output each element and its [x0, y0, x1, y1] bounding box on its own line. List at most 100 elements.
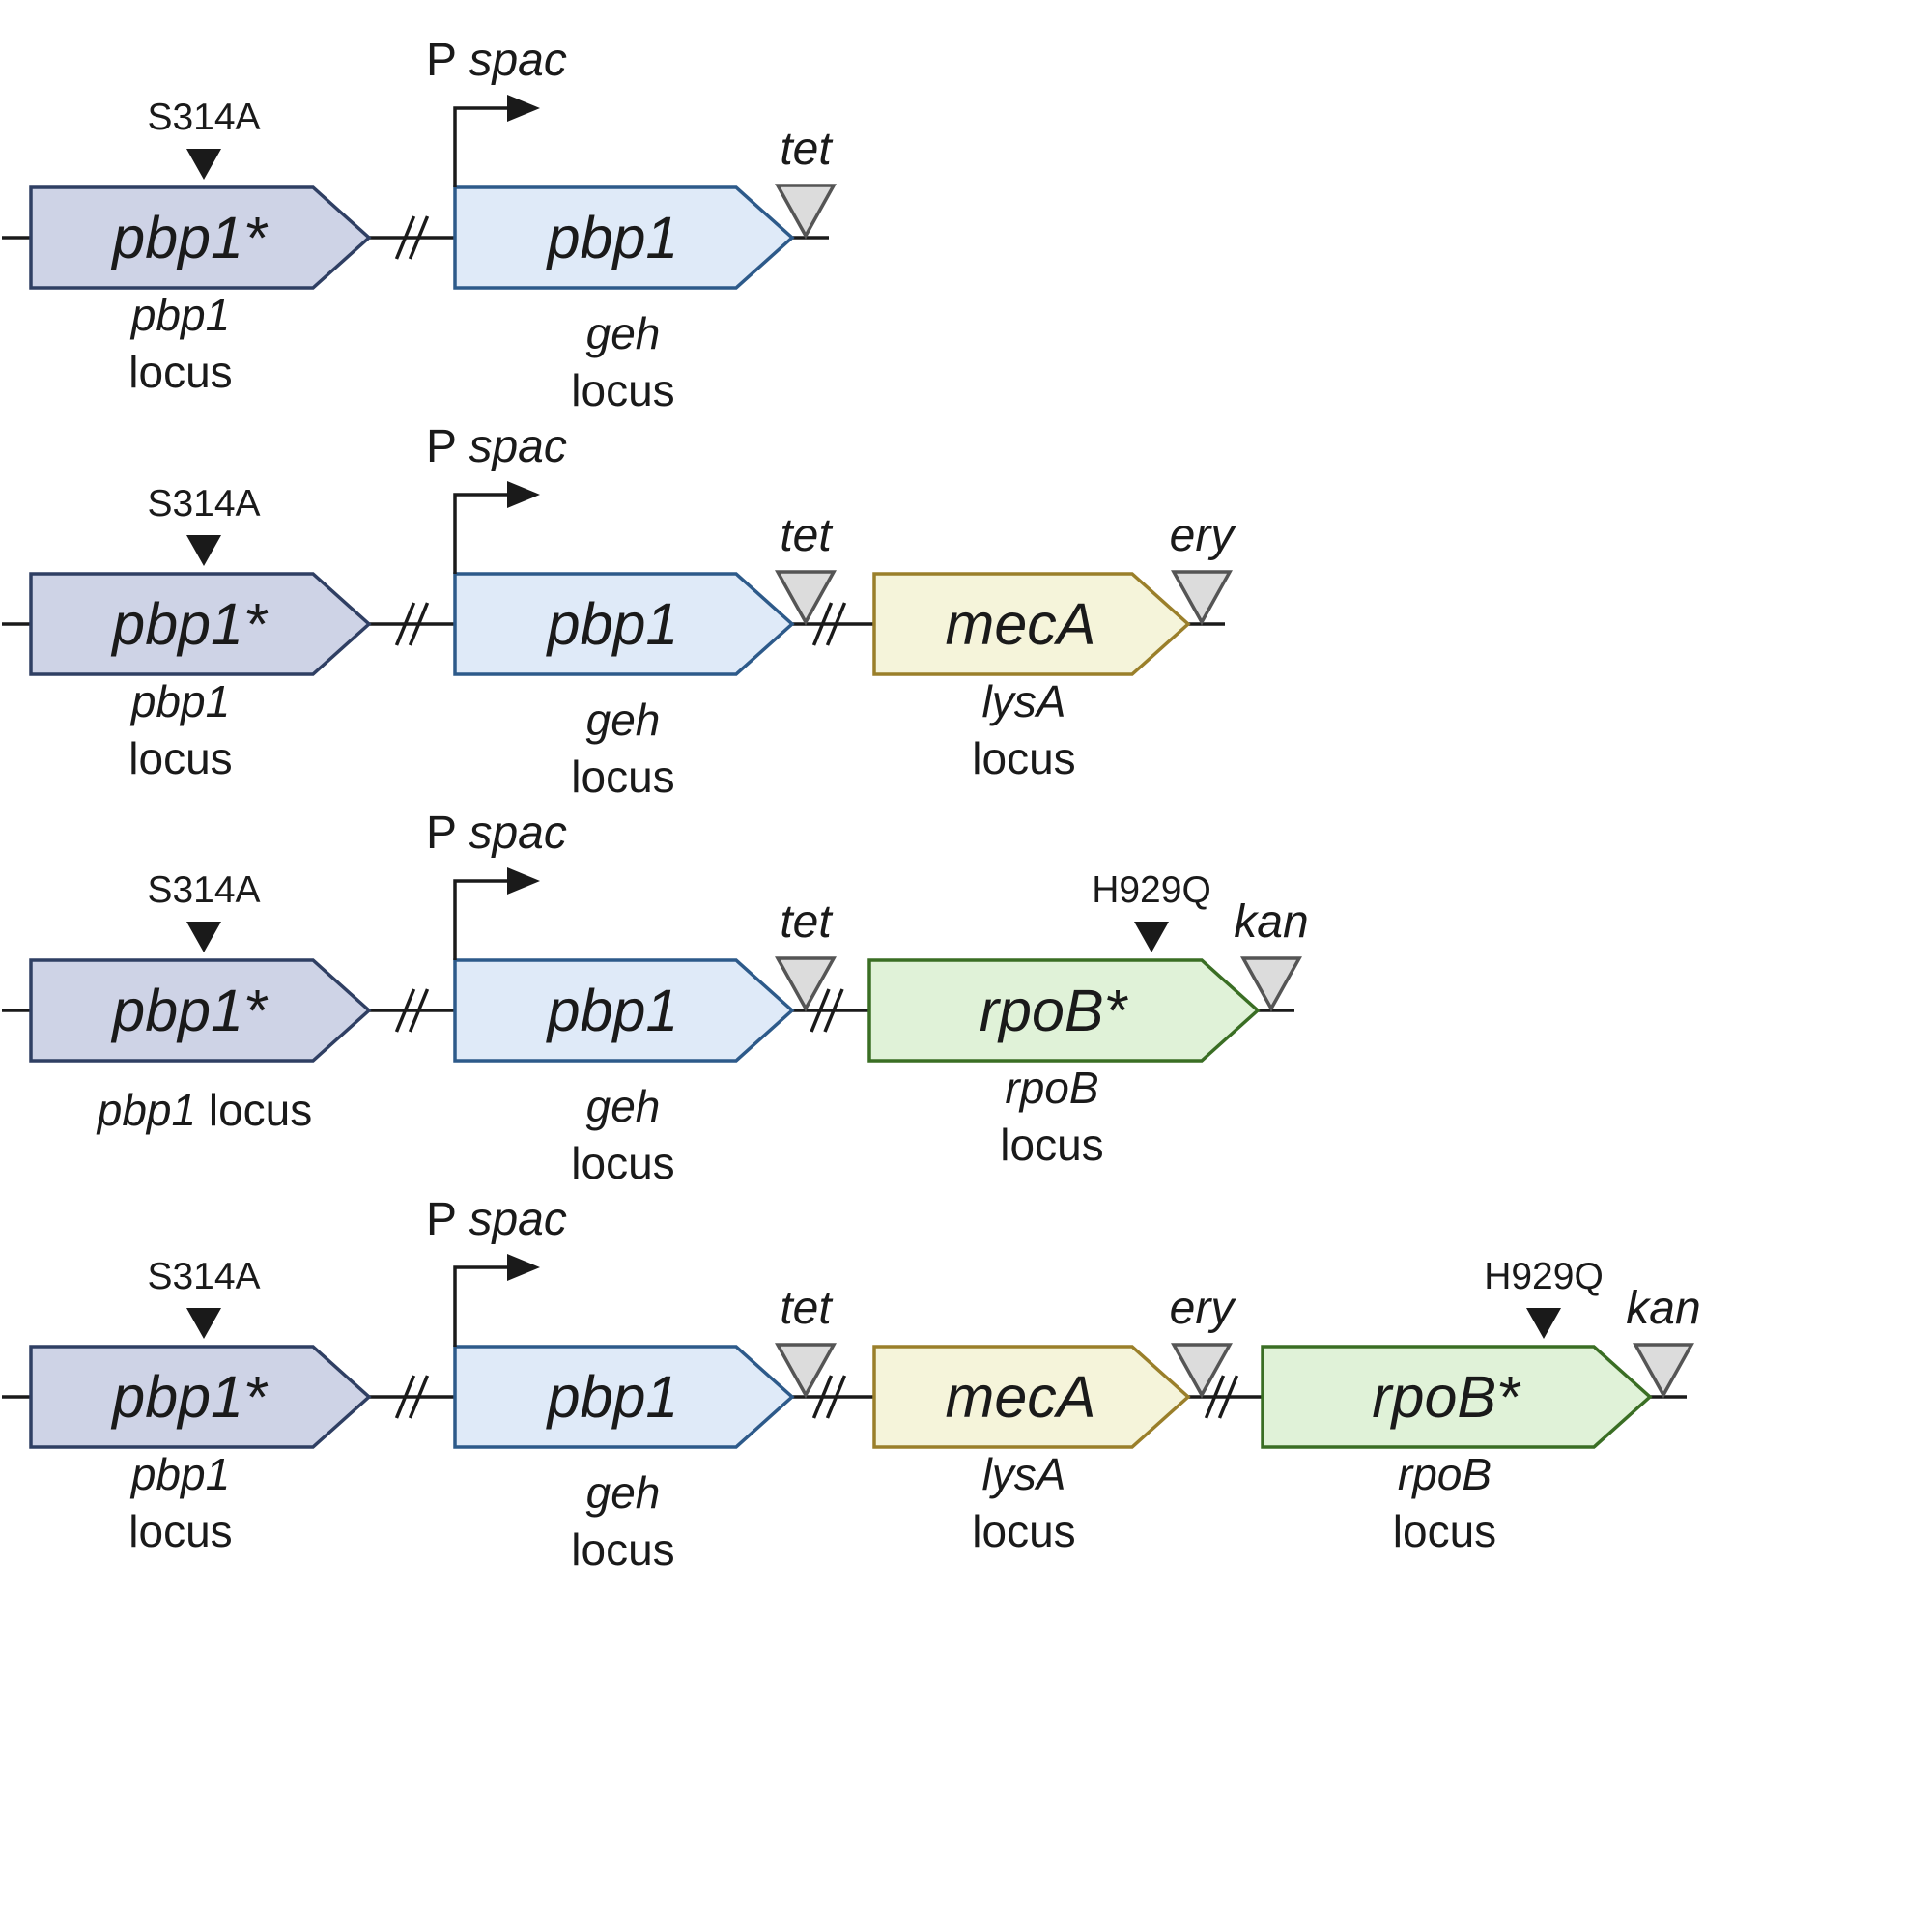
- promoter-arrow-icon: [453, 879, 513, 960]
- promoter-p: P: [426, 421, 469, 472]
- gene-arrow: [453, 958, 795, 1063]
- locus-word: locus: [571, 1524, 674, 1575]
- mutation-label: H929Q: [1092, 869, 1211, 911]
- resistance-marker-label: tet: [780, 510, 833, 561]
- break-slash: [811, 1375, 834, 1419]
- locus-gene-name: geh: [586, 308, 661, 358]
- break-slash: [394, 1375, 416, 1419]
- promoter-p: P: [426, 1194, 469, 1245]
- break-slash: [408, 1375, 430, 1419]
- mutation-arrow-icon: [186, 535, 221, 566]
- gene-name-label: pbp1: [546, 591, 679, 657]
- promoter-label: P spac: [426, 421, 567, 472]
- locus-word: locus: [571, 1138, 674, 1188]
- locus-word: locus: [571, 752, 674, 802]
- gene-arrow: [29, 185, 372, 290]
- gene-name-label: pbp1: [546, 978, 679, 1043]
- locus-gene-name: geh: [586, 1081, 661, 1131]
- resistance-marker-label: kan: [1234, 896, 1308, 948]
- gene-meca: mecA ery lysA locus: [872, 1283, 1237, 1556]
- gene-arrow: [1261, 1345, 1653, 1449]
- resistance-marker-icon: [775, 1343, 837, 1399]
- mutation-label: S314A: [147, 483, 260, 525]
- gene-arrow: [867, 958, 1261, 1063]
- resistance-marker-label: tet: [780, 896, 833, 948]
- locus-word: locus: [972, 1506, 1075, 1556]
- mutation-arrow-icon: [186, 149, 221, 180]
- locus-gene-name: pbp1: [129, 676, 230, 726]
- resistance-marker-label: ery: [1170, 510, 1237, 561]
- promoter-name: spac: [469, 1194, 566, 1245]
- gene-meca: mecA ery lysA locus: [872, 510, 1237, 783]
- break-slash: [394, 215, 416, 260]
- break-slash: [825, 1375, 847, 1419]
- gene-arrow: [453, 1345, 795, 1449]
- gene-pbp1-star: pbp1* S314A pbp1 locus: [29, 1256, 372, 1556]
- resistance-marker-icon: [775, 956, 837, 1012]
- mutation-arrow-icon: [1526, 1308, 1561, 1339]
- promoter-name: spac: [469, 421, 566, 472]
- gene-name-label: pbp1: [546, 1364, 679, 1430]
- break-slash: [1204, 1375, 1226, 1419]
- gene-name-label: mecA: [946, 1364, 1096, 1430]
- resistance-marker-label: tet: [780, 124, 833, 175]
- locus-word: locus: [209, 1085, 312, 1135]
- mutation-arrow-icon: [186, 922, 221, 952]
- gene-arrow: [453, 185, 795, 290]
- locus-word: locus: [128, 1506, 232, 1556]
- promoter-arrow-icon: [453, 1265, 513, 1347]
- resistance-marker-icon: [775, 570, 837, 626]
- locus-word: locus: [128, 733, 232, 783]
- resistance-marker-label: kan: [1626, 1283, 1700, 1334]
- gene-arrow: [29, 1345, 372, 1449]
- promoter-arrow-icon: [453, 493, 513, 574]
- mutation-arrow-icon: [186, 1308, 221, 1339]
- gene-name-label: mecA: [946, 591, 1096, 657]
- locus-word: locus: [1393, 1506, 1496, 1556]
- promoter-arrowhead-icon: [507, 867, 540, 895]
- promoter-p: P: [426, 808, 469, 859]
- locus-gene-name: lysA: [982, 676, 1066, 726]
- resistance-marker-icon: [1171, 570, 1233, 626]
- locus-gene-name: rpoB: [1005, 1063, 1098, 1113]
- resistance-marker-icon: [1240, 956, 1302, 1012]
- gene-name-label: pbp1*: [110, 1364, 269, 1430]
- locus-gene-name: pbp1: [129, 290, 230, 340]
- break-slash: [408, 602, 430, 646]
- gene-name-label: pbp1*: [110, 591, 269, 657]
- locus-label: pbp1 locus: [96, 1085, 313, 1135]
- gene-arrow: [29, 572, 372, 676]
- break-slash: [394, 988, 416, 1033]
- locus-gene-name: pbp1: [129, 1449, 230, 1499]
- locus-gene-name: pbp1: [96, 1085, 209, 1135]
- mutation-label: S314A: [147, 869, 260, 911]
- resistance-marker-icon: [1633, 1343, 1694, 1399]
- locus-word: locus: [972, 733, 1075, 783]
- promoter-arrowhead-icon: [507, 95, 540, 122]
- gene-pbp1-star: pbp1* S314A pbp1 locus: [29, 483, 372, 783]
- locus-gene-name: lysA: [982, 1449, 1066, 1499]
- gene-arrow: [29, 958, 372, 1063]
- break-slash: [394, 602, 416, 646]
- resistance-marker-label: tet: [780, 1283, 833, 1334]
- promoter-name: spac: [469, 35, 566, 86]
- mutation-label: S314A: [147, 1256, 260, 1297]
- locus-gene-name: rpoB: [1398, 1449, 1492, 1499]
- break-slash: [810, 988, 831, 1033]
- promoter-p: P: [426, 35, 469, 86]
- gene-arrow: [453, 572, 795, 676]
- break-slash: [1217, 1375, 1239, 1419]
- mutation-label: S314A: [147, 97, 260, 138]
- locus-word: locus: [128, 347, 232, 397]
- resistance-marker-label: ery: [1170, 1283, 1237, 1334]
